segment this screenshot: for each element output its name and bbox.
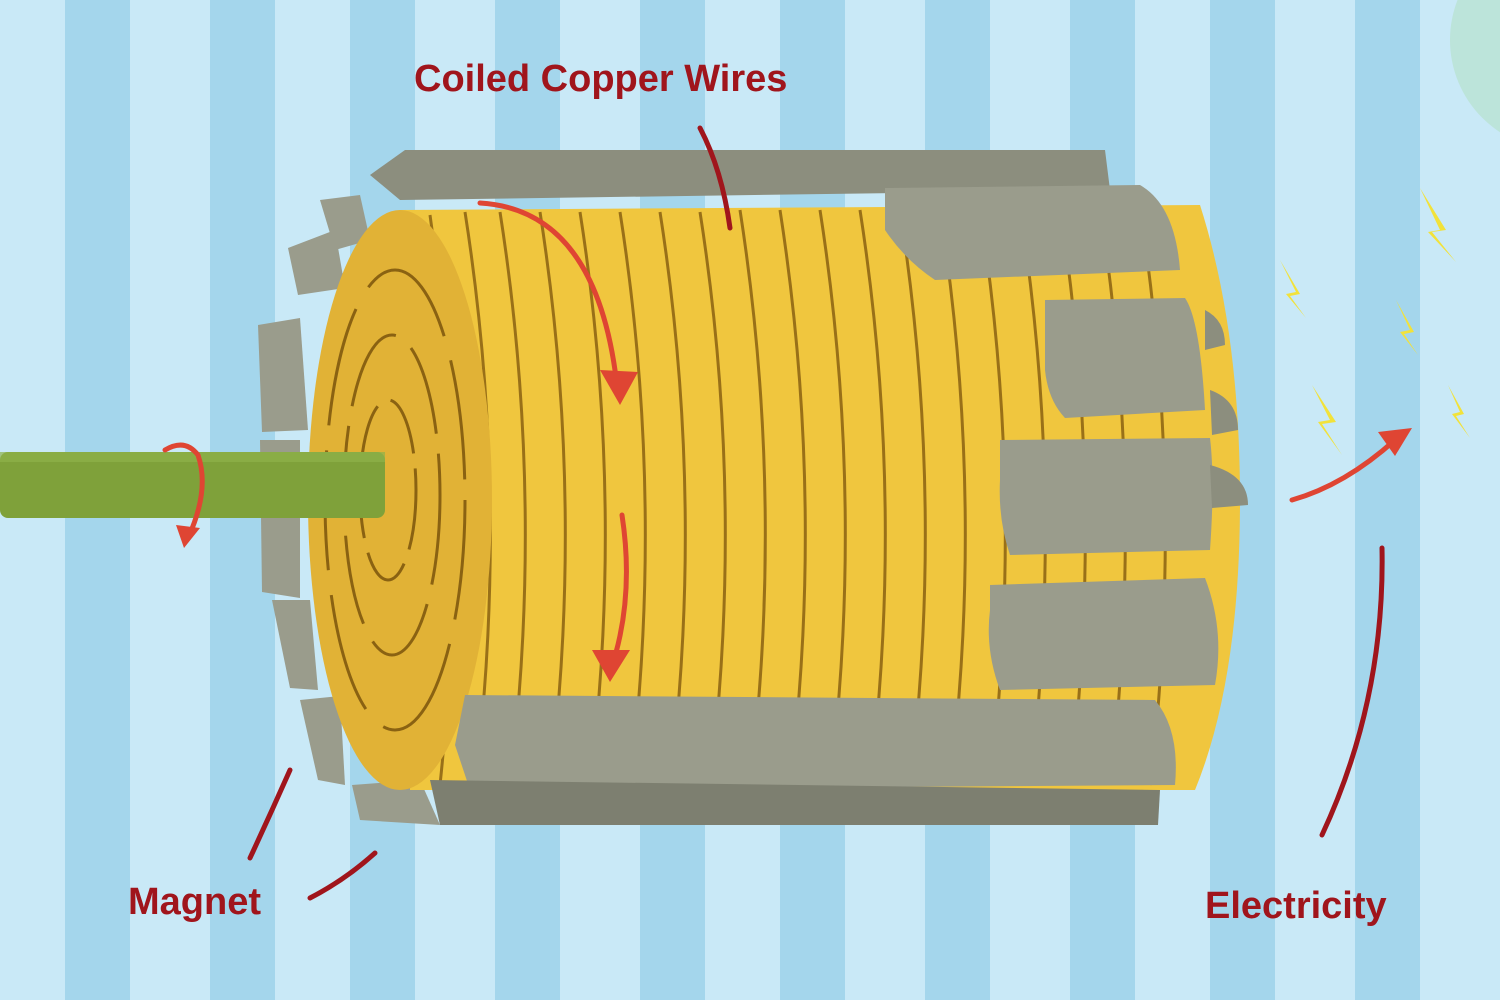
leader-line-magnet — [307, 850, 378, 901]
electricity-label: Electricity — [1205, 885, 1387, 927]
curved-arrow-icon — [162, 442, 205, 541]
magnet-segments — [430, 185, 1248, 825]
electricity-sparks — [1280, 188, 1470, 455]
lightning-bolt-icon — [1420, 188, 1456, 262]
lightning-bolt-icon — [1448, 385, 1470, 438]
curved-arrow-icon — [1289, 437, 1398, 503]
leader-lines — [247, 125, 1385, 901]
leader-line-magnet — [247, 767, 293, 861]
lightning-bolt-icon — [1280, 260, 1306, 318]
magnet — [258, 150, 1110, 825]
leader-line-coil — [697, 125, 733, 231]
magnet-label: Magnet — [128, 881, 261, 923]
lightning-bolt-icon — [1312, 385, 1342, 455]
coiled-copper-wires-label: Coiled Copper Wires — [414, 58, 788, 100]
curved-arrow-icon — [477, 200, 621, 398]
leader-line-electricity — [1319, 545, 1385, 838]
shaft — [0, 452, 385, 518]
lightning-bolt-icon — [1396, 300, 1418, 355]
